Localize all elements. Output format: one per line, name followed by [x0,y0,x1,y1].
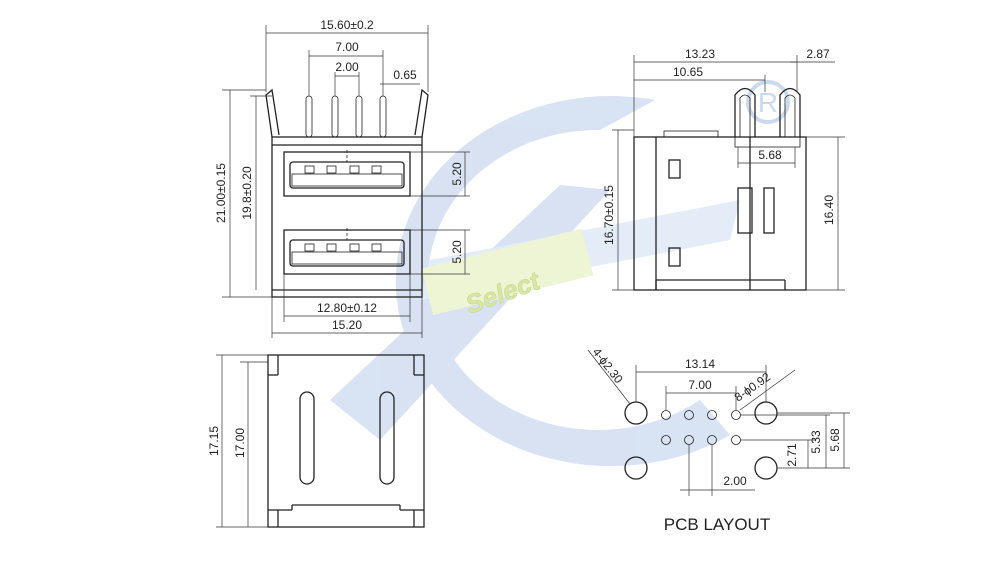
dim-port-upper: 5.20 [450,162,464,186]
dim-side-pin-spacing: 5.68 [758,148,782,162]
dim-side-width-inner: 10.65 [673,65,703,79]
dim-side-width-total: 13.23 [685,47,715,61]
label-pin-holes: 8-ϕ0.92 [732,369,774,404]
dim-pcb-row-spacing: 2.71 [785,443,799,467]
label-mount-holes: 4-ϕ2.30 [590,345,626,386]
pcb-layout-title: PCB LAYOUT [664,515,770,534]
dim-body-width: 15.20 [332,318,362,332]
pcb-layout: 4-ϕ2.30 13.14 7.00 8-ϕ0.92 2.00 2.71 5.3… [587,345,850,534]
dim-pcb-pin-to-mount: 5.33 [809,430,823,454]
dim-pins-span: 7.00 [335,40,359,54]
dim-back-height-total: 17.15 [207,426,221,456]
dim-tab-width: 2.87 [806,47,830,61]
dim-port-lower: 5.20 [450,240,464,264]
dim-pcb-mount-span: 13.14 [685,357,715,371]
dim-pcb-pin-span: 7.00 [688,378,712,392]
dim-pcb-pin-pitch: 2.00 [723,474,747,488]
back-view: 17.15 17.00 [207,354,425,528]
side-view: 13.23 10.65 2.87 5.68 16.70±0.15 16.40 [602,47,845,291]
dim-pin-pitch: 2.00 [335,60,359,74]
dim-side-height-right: 16.40 [822,195,836,225]
dim-height-total: 21.00±0.15 [214,163,228,223]
dim-back-height-body: 17.00 [233,428,247,458]
registered-mark: R [758,87,778,118]
dim-height-body: 19.8±0.20 [240,166,254,220]
dim-side-height-left: 16.70±0.15 [602,185,616,245]
front-view: 15.60±0.2 7.00 2.00 0.65 21.00±0.15 19.8… [214,18,470,338]
dim-pcb-mount-vertical: 5.68 [828,428,842,452]
dim-width-top: 15.60±0.2 [320,18,374,32]
dim-pin-width: 0.65 [393,68,417,82]
dim-port-width: 12.80±0.12 [317,301,377,315]
